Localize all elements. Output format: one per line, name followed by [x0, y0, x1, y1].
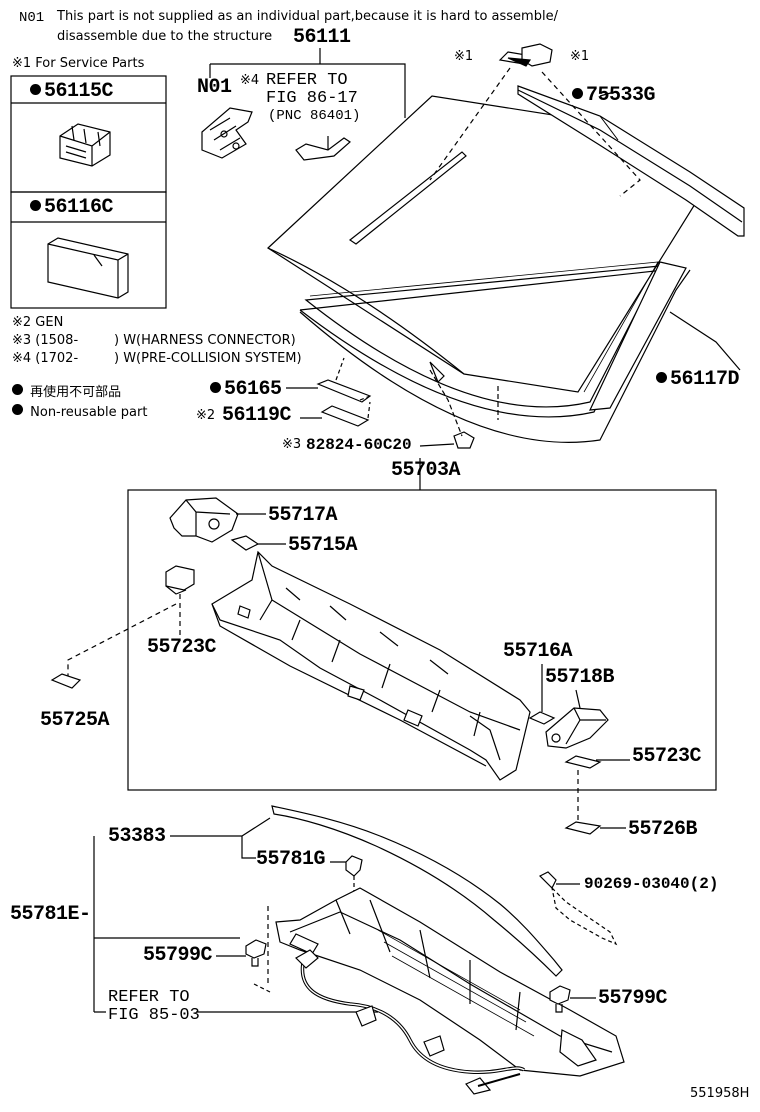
ref-fig-85-line2: FIG 85-03: [108, 1006, 200, 1025]
part-55781g-label: 55781G: [256, 848, 326, 871]
part-82824-label: 82824-60C20: [306, 436, 412, 454]
part-55717a-label: 55717A: [268, 504, 338, 527]
part-56165-label: 56165: [210, 380, 282, 400]
clip-55799c-left-drawing: [216, 939, 267, 967]
part-75533g-label: 75533G: [572, 86, 656, 106]
non-reusable-dot-icon: [30, 84, 41, 95]
windshield-glass-drawing: [267, 95, 701, 443]
pad-55726b-drawing: [564, 821, 602, 835]
nonreusable-legend-en: Non-reusable part: [12, 404, 147, 419]
part-55799c-right-label: 55799C: [598, 987, 668, 1010]
mark-3: ※3: [282, 437, 302, 452]
bracket-55718b-drawing: [545, 689, 609, 749]
clip-55781g-drawing: [345, 855, 363, 877]
non-reusable-dot-icon: [572, 88, 583, 99]
part-56117d-label: 56117D: [656, 370, 740, 390]
non-reusable-dot-icon: [12, 404, 23, 415]
ref4-mark: ※4: [240, 73, 260, 88]
part-53383-label: 53383: [108, 825, 166, 848]
non-reusable-dot-icon: [12, 384, 23, 395]
part-90269-label: 90269-03040(2): [584, 875, 719, 893]
non-reusable-dot-icon: [30, 200, 41, 211]
part-56116c-label: 56116C: [30, 198, 114, 218]
mark-2: ※2: [196, 408, 216, 423]
n01-note-line1: This part is not supplied as an individu…: [57, 9, 558, 24]
sensor-bracket-drawing: [295, 136, 351, 161]
part-55715a-label: 55715A: [288, 534, 358, 557]
service-parts-box: [10, 75, 167, 309]
pad-55723c-right-drawing: [564, 755, 602, 769]
mark-1-left: ※1: [454, 49, 474, 64]
cowl-louver-55781e-drawing: [275, 887, 625, 1077]
precollision-note-text: ) W(PRE-COLLISION SYSTEM): [114, 351, 302, 366]
bracket-n01-drawing: [201, 107, 253, 159]
bolt-90269-drawing: [538, 871, 618, 946]
non-reusable-dot-icon: [656, 372, 667, 383]
harness-note-text: ) W(HARNESS CONNECTOR): [114, 333, 296, 348]
seal-53383-drawing: [271, 805, 563, 977]
wire-harness-drawing: [295, 949, 526, 1095]
part-55723c-left-label: 55723C: [147, 636, 217, 659]
non-reusable-dot-icon: [210, 382, 221, 393]
cowl-panel-55703a-drawing: [211, 550, 531, 781]
part-55726b-label: 55726B: [628, 818, 698, 841]
part-55716a-label: 55716A: [503, 640, 573, 663]
cowl-assembly-box: [127, 489, 717, 791]
part-56111-label: 56111: [293, 26, 351, 49]
connector-82824-drawing: [419, 369, 475, 449]
ref-fig-85-line1: REFER TO: [108, 988, 190, 1007]
gen-note: ※2 GEN: [12, 315, 64, 330]
seal-56119c-drawing: [320, 405, 370, 427]
mark-1-right: ※1: [570, 49, 590, 64]
part-n01-label: N01: [197, 76, 232, 99]
part-55781e-label: 55781E-: [10, 903, 91, 926]
part-55799c-left-label: 55799C: [143, 944, 213, 967]
n01-code: N01: [19, 10, 45, 26]
clip-56115c-drawing: [59, 123, 111, 167]
clip-55799c-right-drawing: [549, 985, 596, 1013]
nonreusable-legend-jp: 再使用不可部品: [12, 384, 121, 399]
clip-55715a-drawing: [230, 535, 260, 551]
part-55703a-label: 55703A: [391, 459, 461, 482]
pad-55723c-left-drawing: [165, 565, 195, 595]
figure-id: 551958H: [690, 1086, 750, 1101]
service-parts-note: ※1 For Service Parts: [12, 56, 145, 71]
molding-75533g-drawing: [517, 85, 745, 237]
harness-note-code: ※3 (1508-: [12, 333, 79, 348]
pad-55725a-drawing: [50, 673, 82, 689]
part-56119c-label: 56119C: [222, 404, 292, 427]
part-55723c-right-label: 55723C: [632, 745, 702, 768]
ref-fig-86-line2: FIG 86-17: [266, 89, 358, 108]
seal-56116c-drawing: [47, 237, 129, 299]
bracket-55717a-drawing: [169, 497, 266, 543]
precollision-note-code: ※4 (1702-: [12, 351, 79, 366]
part-55725a-label: 55725A: [40, 709, 110, 732]
part-55718b-label: 55718B: [545, 666, 615, 689]
part-56115c-label: 56115C: [30, 82, 114, 102]
clips-top-drawing: [498, 43, 553, 67]
ref-fig-86-line1: REFER TO: [266, 71, 348, 90]
n01-note-line2: disassemble due to the structure: [57, 29, 273, 44]
ref-fig-86-line3: (PNC 86401): [268, 108, 361, 124]
clip-55716a-drawing: [528, 711, 556, 725]
